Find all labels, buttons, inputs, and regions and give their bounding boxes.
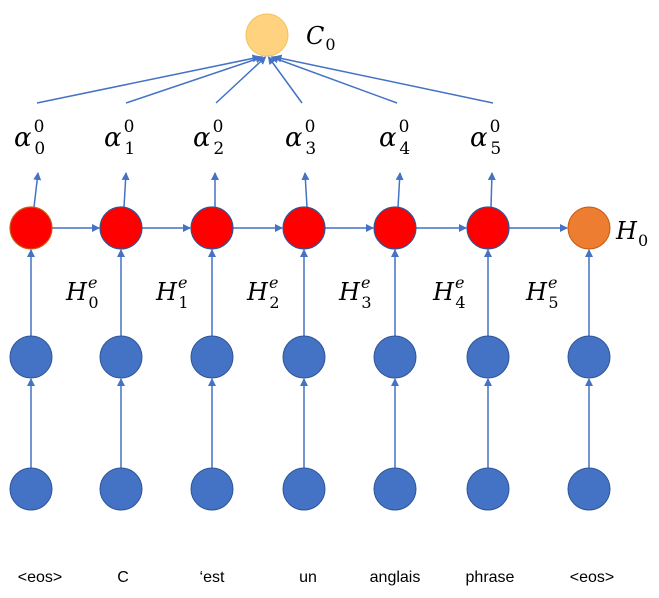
embedding-node xyxy=(99,335,143,379)
input-node xyxy=(466,467,510,511)
edge-encoder-to-alpha xyxy=(301,172,310,208)
edge-encoder-to-alpha xyxy=(395,172,404,208)
encoder-node xyxy=(190,206,234,250)
input-nodes xyxy=(9,467,611,511)
input-token: <eos> xyxy=(18,569,62,586)
edge-alpha-to-context xyxy=(215,56,267,104)
context-label: C0 xyxy=(306,22,336,54)
edge-alpha-to-context xyxy=(125,55,264,104)
embedding-node xyxy=(466,335,510,379)
input-token: ‘est xyxy=(200,569,225,586)
encoder-node xyxy=(99,206,143,250)
embedding-node xyxy=(282,335,326,379)
edge-encoder-to-alpha xyxy=(33,172,42,208)
edges-layer xyxy=(27,54,593,468)
decoder-state-label: H0 xyxy=(615,217,648,250)
embedding-nodes xyxy=(9,335,611,379)
embedding-node xyxy=(567,335,611,379)
encoder-node xyxy=(466,206,510,250)
encoder-node xyxy=(373,206,417,250)
edge-alpha-to-context xyxy=(270,55,398,104)
input-node xyxy=(190,467,234,511)
decoder-node xyxy=(567,206,611,250)
edge-alpha-to-context xyxy=(267,56,303,104)
edge-encoder-to-alpha xyxy=(121,172,130,208)
edge-encoder-to-alpha xyxy=(487,172,496,208)
edge-alpha-to-context xyxy=(36,54,261,104)
input-token: un xyxy=(299,569,317,586)
input-token: <eos> xyxy=(570,569,614,586)
encoder-node xyxy=(9,206,53,250)
encoder-node xyxy=(282,206,326,250)
input-token: phrase xyxy=(466,569,515,586)
input-node xyxy=(373,467,417,511)
input-node xyxy=(282,467,326,511)
embedding-node xyxy=(190,335,234,379)
input-token: anglais xyxy=(370,569,421,586)
encoder-nodes xyxy=(9,206,510,250)
edge-alpha-to-context xyxy=(273,54,494,104)
context-node xyxy=(245,13,289,57)
input-node xyxy=(99,467,143,511)
input-node xyxy=(9,467,53,511)
input-token: C xyxy=(117,569,129,586)
embedding-node xyxy=(373,335,417,379)
input-token-labels: <eos> C ‘est un anglais phrase <eos> xyxy=(18,569,614,586)
embedding-node xyxy=(9,335,53,379)
input-node xyxy=(567,467,611,511)
